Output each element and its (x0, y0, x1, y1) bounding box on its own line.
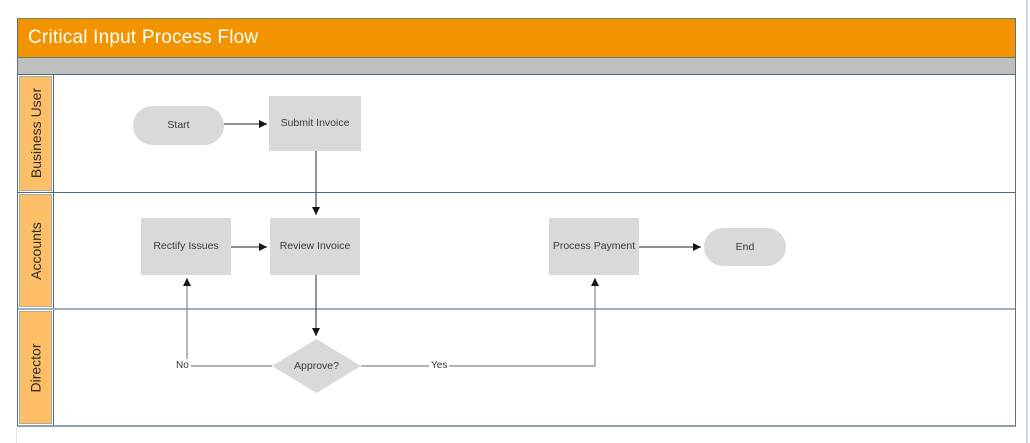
diagram-title: Critical Input Process Flow (28, 26, 259, 48)
page-edge-right (1026, 0, 1028, 443)
lane-label-text: Accounts (27, 221, 44, 280)
lane-label-cell-accounts: Accounts (18, 193, 55, 309)
node-rectify-issues[interactable]: Rectify Issues (141, 218, 231, 275)
node-label: Process Payment (552, 240, 636, 253)
page-edge-left (16, 427, 17, 443)
node-label: Start (167, 119, 190, 132)
diagram-title-bar: Critical Input Process Flow (18, 18, 1015, 58)
node-end[interactable]: End (704, 228, 786, 266)
node-label: Rectify Issues (153, 240, 219, 253)
phase-bar (18, 57, 1015, 75)
lane-label-text: Business User (27, 88, 44, 179)
node-submit-invoice[interactable]: Submit Invoice (269, 96, 361, 151)
lane-label-business-user[interactable]: Business User (19, 75, 53, 192)
node-start[interactable]: Start (133, 106, 224, 145)
flowchart-frame: Critical Input Process Flow Business Use… (17, 18, 1016, 427)
node-label: End (735, 240, 755, 253)
lane-body-director (54, 310, 1015, 425)
edge-label-no: No (174, 359, 191, 372)
lane-director: Director (18, 310, 1015, 425)
lane-label-cell-director: Director (18, 310, 55, 425)
edge-label-yes: Yes (429, 359, 450, 372)
lane-label-accounts[interactable]: Accounts (19, 194, 53, 308)
node-label: Review Invoice (279, 240, 351, 253)
node-label: Approve? (294, 359, 339, 372)
lane-business-user: Business User (18, 74, 1015, 194)
lane-label-cell-business-user: Business User (18, 74, 55, 193)
node-review-invoice[interactable]: Review Invoice (270, 218, 360, 275)
lane-label-director[interactable]: Director (19, 311, 53, 424)
node-process-payment[interactable]: Process Payment (549, 218, 639, 275)
node-label: Submit Invoice (280, 117, 350, 130)
lane-label-text: Director (27, 343, 44, 393)
